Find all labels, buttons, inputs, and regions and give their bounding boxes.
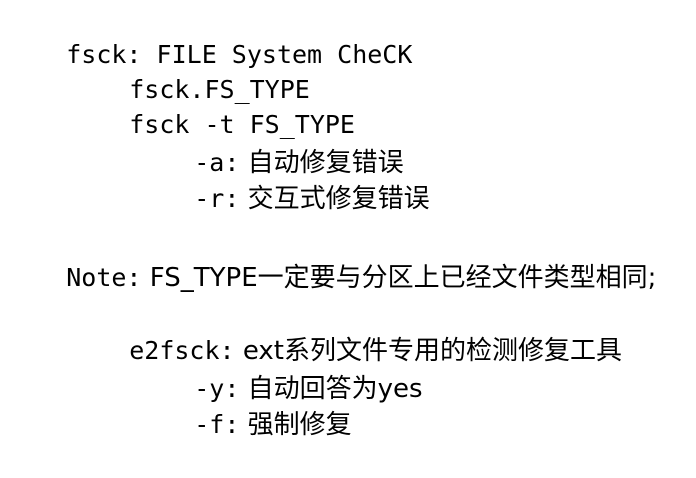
text-opt-y: 自动回答为yes <box>239 374 423 404</box>
line-fsck-fstype: fsck.FS_TYPE <box>69 37 310 104</box>
code-e2fsck: e2fsck: <box>129 336 235 365</box>
code-opt-f: -f: <box>194 410 240 439</box>
line-opt-a: -a: 自动修复错误 <box>134 110 403 178</box>
line-opt-y: -y: 自动回答为yes <box>134 336 422 404</box>
line-fsck-title: fsck: FILE System CheCK <box>6 2 412 69</box>
code-fsck-fstype: fsck.FS_TYPE <box>129 75 310 104</box>
line-fsck-t: fsck -t FS_TYPE <box>69 72 355 139</box>
code-opt-a: -a: <box>194 148 240 177</box>
text-note: FS_TYPE一定要与分区上已经文件类型相同; <box>141 263 657 293</box>
text-opt-f: 强制修复 <box>239 410 352 440</box>
line-opt-r: -r: 交互式修复错误 <box>134 146 429 214</box>
text-e2fsck: ext系列文件专用的检测修复工具 <box>234 336 622 366</box>
code-fsck: fsck: <box>66 40 142 69</box>
text-opt-r: 交互式修复错误 <box>239 184 430 214</box>
code-opt-r: -r: <box>194 184 240 213</box>
code-opt-y: -y: <box>194 374 240 403</box>
line-note: Note: FS_TYPE一定要与分区上已经文件类型相同; <box>6 225 656 293</box>
document: fsck: FILE System CheCK fsck.FS_TYPE fsc… <box>6 2 656 440</box>
text-opt-a: 自动修复错误 <box>239 148 404 178</box>
code-fsck-t: fsck -t FS_TYPE <box>129 110 355 139</box>
line-e2fsck: e2fsck: ext系列文件专用的检测修复工具 <box>69 298 622 366</box>
code-note: Note: <box>66 263 142 292</box>
line-opt-f: -f: 强制修复 <box>134 372 351 440</box>
text-fsck-desc: FILE System CheCK <box>141 40 413 69</box>
